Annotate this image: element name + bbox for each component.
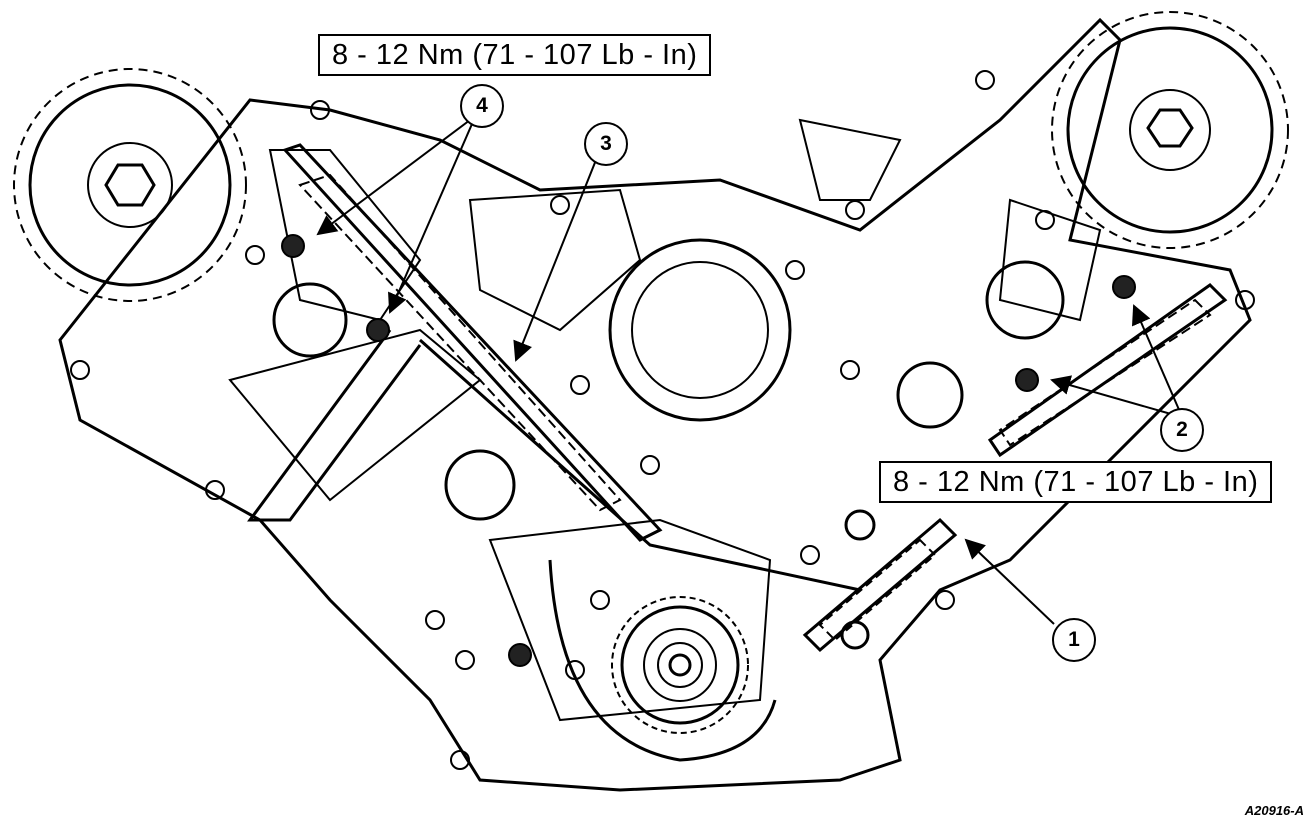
torque-spec-upper-text: 8 - 12 Nm (71 - 107 Lb - In): [332, 39, 698, 71]
callout-4: 4: [460, 84, 504, 128]
cylinder-bores: [272, 238, 1065, 521]
callout-2: 2: [1160, 408, 1204, 452]
torque-spec-upper: 8 - 12 Nm (71 - 107 Lb - In): [318, 34, 712, 76]
torque-spec-lower-text: 8 - 12 Nm (71 - 107 Lb - In): [893, 466, 1259, 498]
bolt-holes: [70, 70, 1255, 770]
callout-3: 3: [584, 122, 628, 166]
hex-bolt-icon: [1146, 108, 1194, 148]
figure-reference-code: A20916-A: [1244, 803, 1304, 818]
guide-bolts: [281, 234, 1136, 667]
callout-1: 1: [1052, 618, 1096, 662]
crankshaft-sprocket: [548, 559, 777, 762]
hex-bolt-icon: [104, 163, 156, 207]
right-chain-tensioner: [802, 509, 958, 653]
left-timing-chain-guide: [247, 143, 861, 592]
leader-lines: [316, 119, 1181, 625]
bolt-icon: [366, 318, 390, 342]
right-camshaft-sprocket: [1051, 11, 1289, 249]
torque-spec-lower: 8 - 12 Nm (71 - 107 Lb - In): [879, 461, 1273, 503]
left-camshaft-sprocket: [13, 68, 247, 302]
bolt-icon: [281, 234, 305, 258]
bolt-icon: [1112, 275, 1136, 299]
bolt-icon: [508, 643, 532, 667]
bolt-icon: [1015, 368, 1039, 392]
